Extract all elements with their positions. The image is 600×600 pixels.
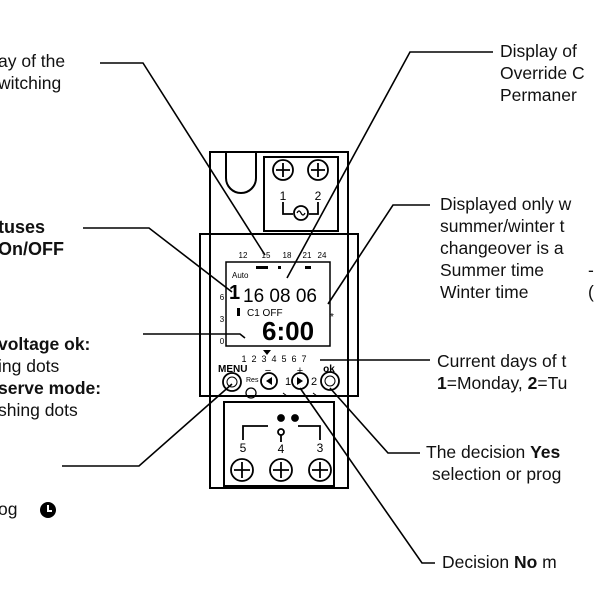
lcd-screen bbox=[225, 261, 331, 347]
lcd-dst-marker: * bbox=[330, 312, 334, 323]
svg-text:3: 3 bbox=[317, 441, 324, 455]
callout-no: Decision No m bbox=[442, 552, 557, 572]
lcd-program-number: 1 bbox=[229, 282, 240, 304]
ac-supply-icon bbox=[293, 205, 309, 221]
leader-top-left bbox=[100, 62, 266, 256]
weekday-row: 1 2 3 4 5 6 7 bbox=[241, 354, 306, 364]
leader-yes bbox=[329, 387, 420, 454]
screw-icon bbox=[272, 159, 294, 181]
reset-label: Res bbox=[246, 377, 259, 384]
weekday-legend: 1=Monday, 2=Tu bbox=[437, 373, 568, 393]
svg-text:24: 24 bbox=[318, 251, 327, 260]
screw-icon bbox=[230, 458, 254, 482]
leader-no bbox=[299, 387, 435, 564]
leader-dst bbox=[327, 204, 430, 305]
callout-dst: Displayed only w summer/winter t changeo… bbox=[440, 194, 594, 302]
top-terminal-block bbox=[263, 156, 339, 232]
bottom-terminal-labels: 5 4 3 bbox=[240, 441, 324, 456]
leader-lines bbox=[62, 51, 493, 564]
leader-bottom-left bbox=[62, 383, 233, 467]
lcd-program-bars bbox=[256, 266, 311, 269]
leader-status bbox=[83, 227, 233, 293]
leader-top-right bbox=[286, 51, 493, 279]
screw-icon bbox=[307, 159, 329, 181]
svg-text:18: 18 bbox=[283, 251, 292, 260]
lcd-time: 6:00 bbox=[262, 316, 314, 346]
lcd-pointer-icon bbox=[263, 350, 271, 355]
lcd-hour-scale: 12 15 18 21 24 bbox=[239, 251, 327, 260]
svg-text:15: 15 bbox=[262, 251, 271, 260]
callout-voltage: voltage ok: ing dots serve mode: shing d… bbox=[0, 334, 102, 420]
svg-text:5: 5 bbox=[240, 441, 247, 455]
callout-days: Current days of t 1=Monday, 2=Tu bbox=[437, 351, 568, 393]
screw-icon bbox=[308, 458, 332, 482]
svg-text:7: 7 bbox=[301, 354, 306, 364]
menu-button-label: MENU bbox=[218, 364, 247, 375]
svg-text:5: 5 bbox=[281, 354, 286, 364]
callout-status: tuses On/OFF bbox=[0, 217, 64, 259]
nav-left-number: 1 bbox=[285, 376, 291, 388]
minus-label: − bbox=[265, 365, 271, 377]
svg-text:12: 12 bbox=[239, 251, 248, 260]
bottom-terminal-screws bbox=[230, 458, 332, 482]
left-arrow-icon bbox=[266, 377, 272, 385]
svg-text:6: 6 bbox=[291, 354, 296, 364]
relay-contact-symbol bbox=[242, 414, 321, 442]
screw-icon bbox=[269, 458, 293, 482]
lcd-bar-icon bbox=[237, 308, 240, 316]
svg-text:2: 2 bbox=[251, 354, 256, 364]
timer-switch-device bbox=[199, 151, 359, 489]
lcd-side-marks: 6 3 0 bbox=[220, 293, 225, 346]
leader-voltage bbox=[143, 333, 246, 339]
bottom-terminal-block bbox=[223, 401, 335, 487]
terminal-label: 1 bbox=[280, 189, 287, 203]
svg-text:4: 4 bbox=[271, 354, 276, 364]
top-terminal-screws bbox=[272, 159, 329, 221]
ok-label: ok bbox=[323, 364, 335, 375]
svg-text:21: 21 bbox=[303, 251, 312, 260]
plus-label: + bbox=[297, 365, 303, 377]
svg-text:3: 3 bbox=[261, 354, 266, 364]
callout-bottom-left: og bbox=[0, 499, 18, 519]
key-icon bbox=[282, 392, 318, 397]
reset-button[interactable] bbox=[245, 387, 257, 399]
left-arrow-button[interactable] bbox=[260, 372, 278, 390]
svg-text:3: 3 bbox=[220, 315, 225, 324]
callout-top-left: ay of the witching bbox=[0, 51, 66, 93]
svg-text:6: 6 bbox=[220, 293, 225, 302]
svg-text:4: 4 bbox=[278, 442, 285, 456]
bottom-module bbox=[209, 395, 349, 489]
svg-text:0: 0 bbox=[220, 337, 225, 346]
ok-button[interactable] bbox=[320, 371, 340, 391]
clock-icon bbox=[40, 502, 56, 518]
right-arrow-icon bbox=[297, 377, 303, 385]
nav-right-number: 2 bbox=[311, 376, 317, 388]
lcd-date: 16 08 06 bbox=[243, 286, 317, 307]
lcd-switch-status: C1 OFF bbox=[247, 308, 283, 319]
callout-yes: The decision Yes selection or prog bbox=[426, 442, 562, 484]
svg-text:1: 1 bbox=[241, 354, 246, 364]
lcd-mode: Auto bbox=[232, 271, 249, 280]
top-notch bbox=[225, 152, 257, 194]
terminal-label: 2 bbox=[315, 189, 322, 203]
callout-top-right: Display of Override C Permaner bbox=[500, 41, 585, 105]
menu-button[interactable] bbox=[222, 372, 242, 392]
